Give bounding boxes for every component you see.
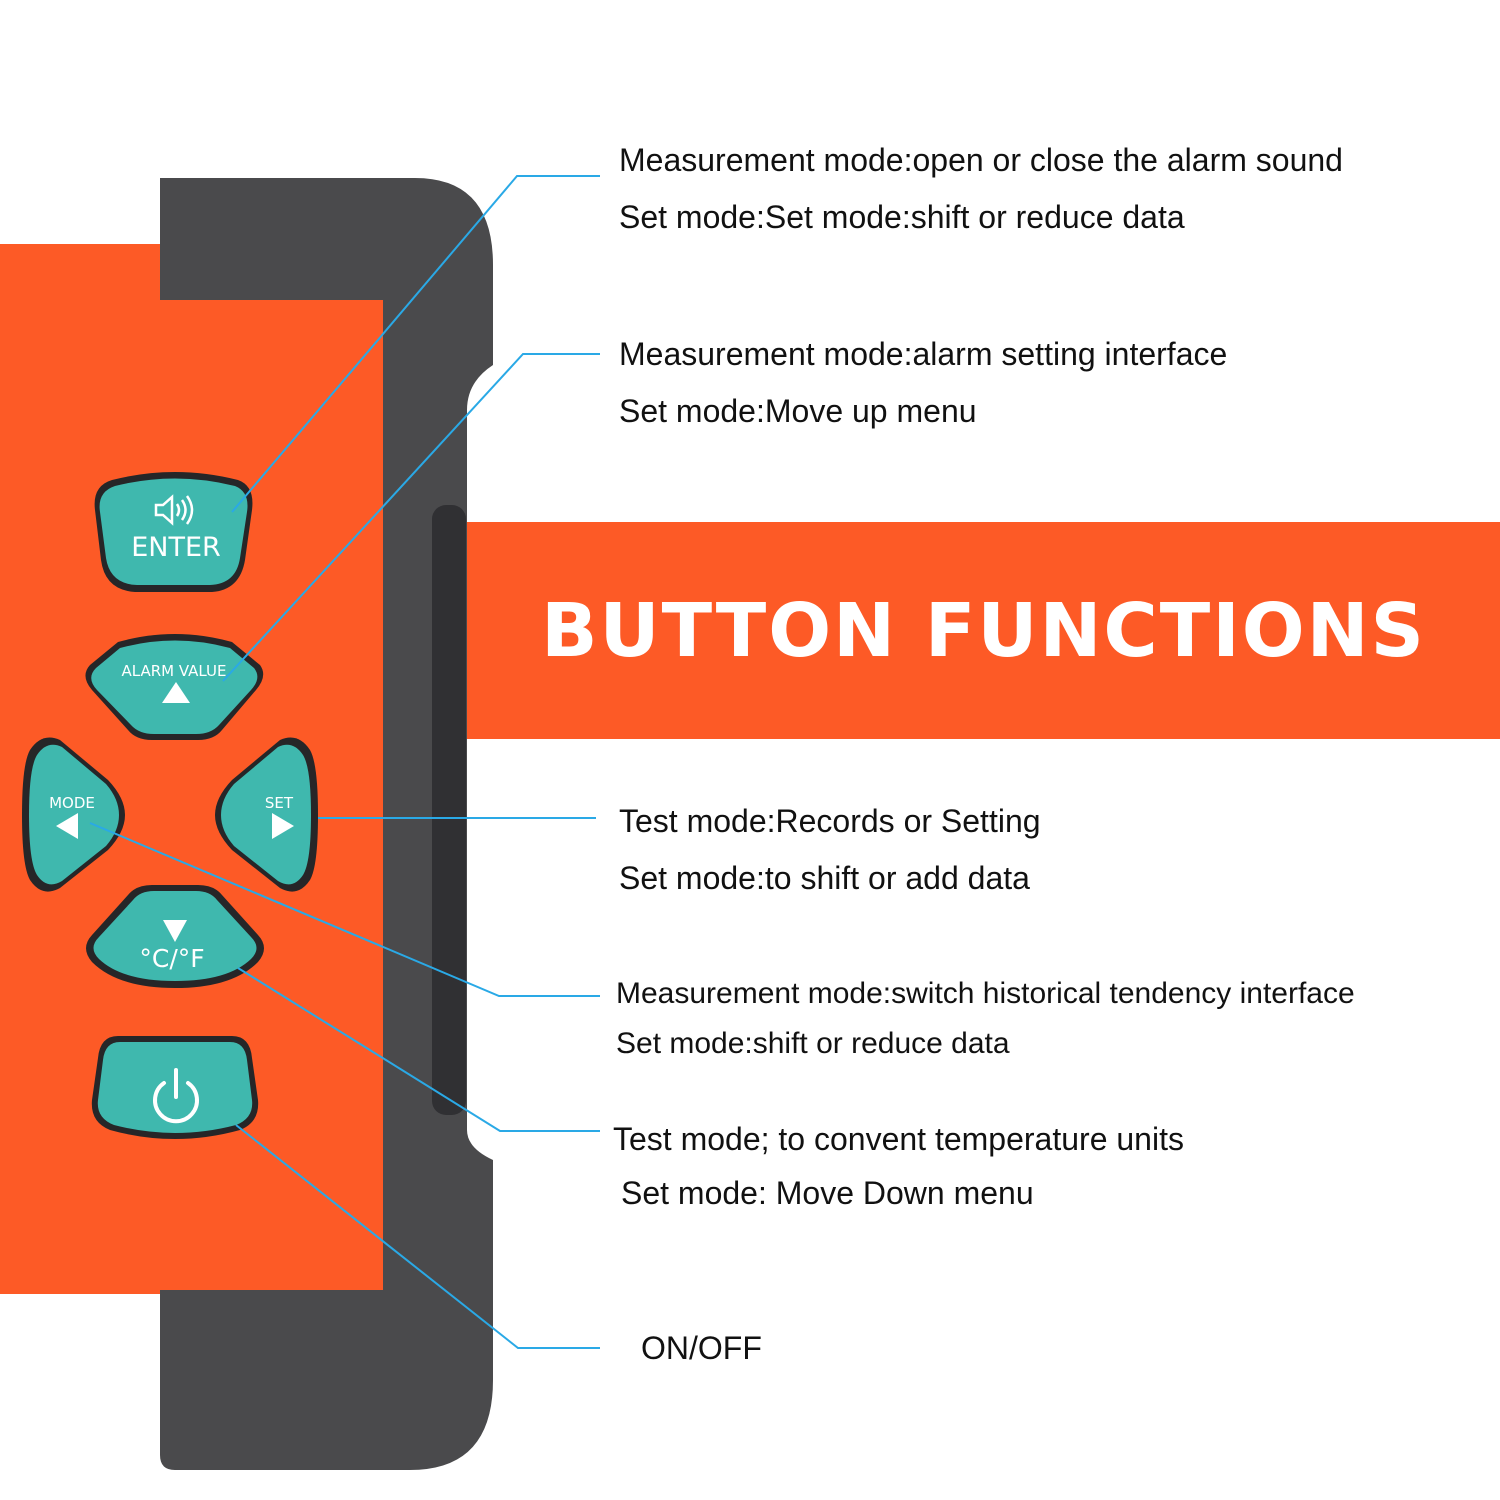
unit-button-label: °C/°F xyxy=(139,944,204,973)
speaker-icon xyxy=(154,494,194,526)
mode-desc-line1: Measurement mode:switch historical tende… xyxy=(616,977,1355,1010)
set-desc-line2: Set mode:to shift or add data xyxy=(619,860,1030,896)
enter-desc-line1: Measurement mode:open or close the alarm… xyxy=(619,142,1343,178)
mode-button-label: MODE xyxy=(49,794,95,812)
alarm-value-button-label: ALARM VALUE xyxy=(122,662,227,680)
bumper-groove xyxy=(432,505,466,1115)
title-banner: BUTTON FUNCTIONS xyxy=(467,522,1500,739)
set-button[interactable]: SET xyxy=(215,737,318,892)
alarm-value-desc-line1: Measurement mode:alarm setting interface xyxy=(619,336,1228,372)
leader-line-unit xyxy=(237,967,600,1132)
up-triangle-icon xyxy=(162,682,190,703)
set-desc-line1: Test mode:Records or Setting xyxy=(619,803,1041,839)
leader-line-power xyxy=(235,1124,600,1349)
down-triangle-icon xyxy=(163,920,187,942)
right-triangle-icon xyxy=(272,813,294,839)
mode-button[interactable]: MODE xyxy=(22,737,125,892)
alarm-value-desc-line2: Set mode:Move up menu xyxy=(619,393,977,429)
enter-button-label: ENTER xyxy=(131,532,221,563)
leader-line-alarm-value xyxy=(222,353,600,682)
alarm-value-button[interactable]: ALARM VALUE xyxy=(85,634,264,740)
unit-desc-line2: Set mode: Move Down menu xyxy=(621,1175,1034,1211)
power-icon xyxy=(153,1068,199,1124)
unit-button[interactable]: °C/°F xyxy=(86,885,264,988)
set-button-label: SET xyxy=(265,794,294,812)
power-button[interactable] xyxy=(91,1036,259,1139)
power-desc-line1: ON/OFF xyxy=(641,1330,762,1366)
unit-desc-line1: Test mode; to convent temperature units xyxy=(613,1121,1184,1157)
enter-button[interactable]: ENTER xyxy=(94,472,253,592)
mode-desc-line2: Set mode:shift or reduce data xyxy=(616,1027,1010,1060)
banner-title: BUTTON FUNCTIONS xyxy=(541,588,1426,674)
leader-line-mode xyxy=(89,822,600,997)
enter-desc-line2: Set mode:Set mode:shift or reduce data xyxy=(619,199,1185,235)
leader-lines xyxy=(89,175,600,1349)
device-bumper xyxy=(160,178,493,1470)
leader-line-enter xyxy=(231,175,600,513)
left-triangle-icon xyxy=(56,813,78,839)
